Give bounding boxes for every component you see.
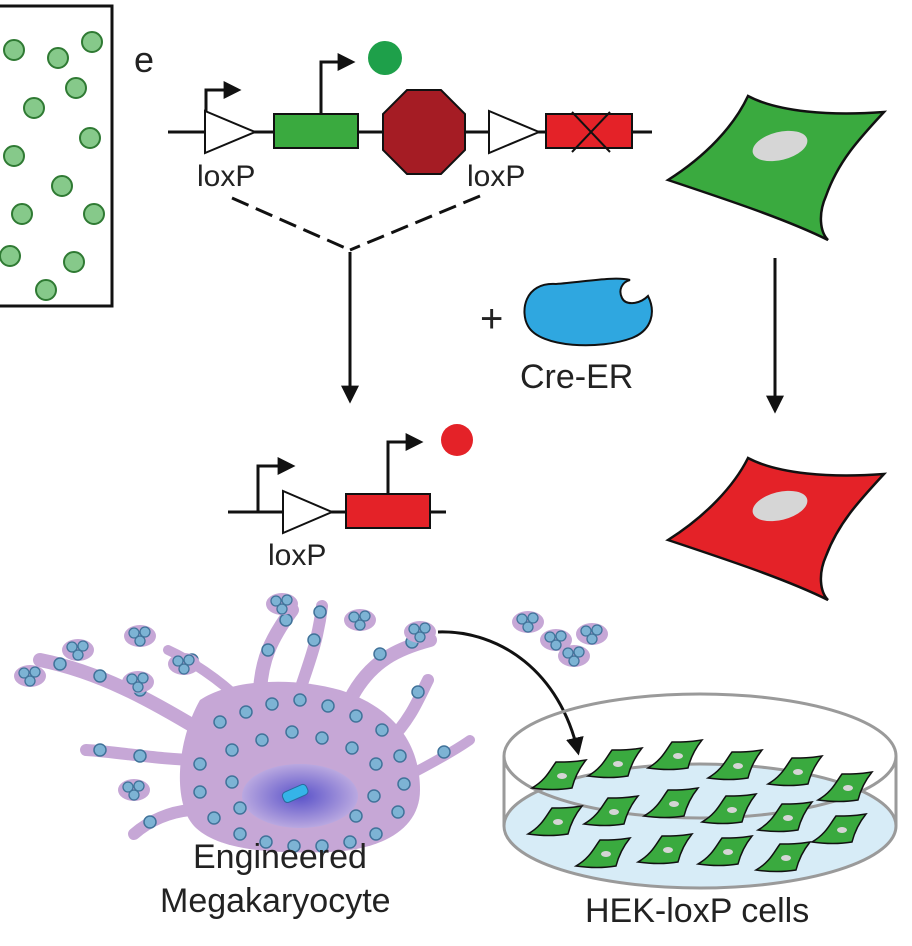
- transfer-arrow-icon: [437, 630, 584, 756]
- panel-letter: e: [134, 39, 154, 80]
- loxp-triangle-icon: [282, 489, 335, 535]
- megakaryocyte: [13, 592, 475, 853]
- petri-dish: [502, 692, 898, 890]
- particle-box: [0, 4, 114, 308]
- recombined-construct: [228, 424, 473, 535]
- red-protein: [441, 424, 473, 456]
- loxp-triangle-icon: [488, 109, 542, 155]
- loxp-triangle-icon: [204, 109, 258, 155]
- mk-label-line2: Megakaryocyte: [160, 882, 391, 920]
- loxp-label-left: loxP: [197, 160, 255, 193]
- mk-label-line1: Engineered: [193, 838, 367, 876]
- cre-er-enzyme-icon: [523, 277, 653, 347]
- hek-label: HEK-loxP cells: [585, 892, 809, 930]
- loxp-label-bottom: loxP: [268, 539, 326, 572]
- top-construct: [168, 41, 652, 175]
- red-cell: [665, 456, 888, 602]
- released-particles: [511, 610, 609, 668]
- stop-octagon-icon: [382, 89, 466, 175]
- red-gene: [345, 493, 431, 529]
- green-cell: [665, 94, 888, 242]
- plus-sign: +: [480, 297, 503, 341]
- recombination-lines: [231, 194, 481, 252]
- cre-label: Cre-ER: [520, 358, 633, 396]
- green-protein: [368, 41, 402, 75]
- loxp-label-right: loxP: [467, 160, 525, 193]
- green-gene: [273, 113, 359, 149]
